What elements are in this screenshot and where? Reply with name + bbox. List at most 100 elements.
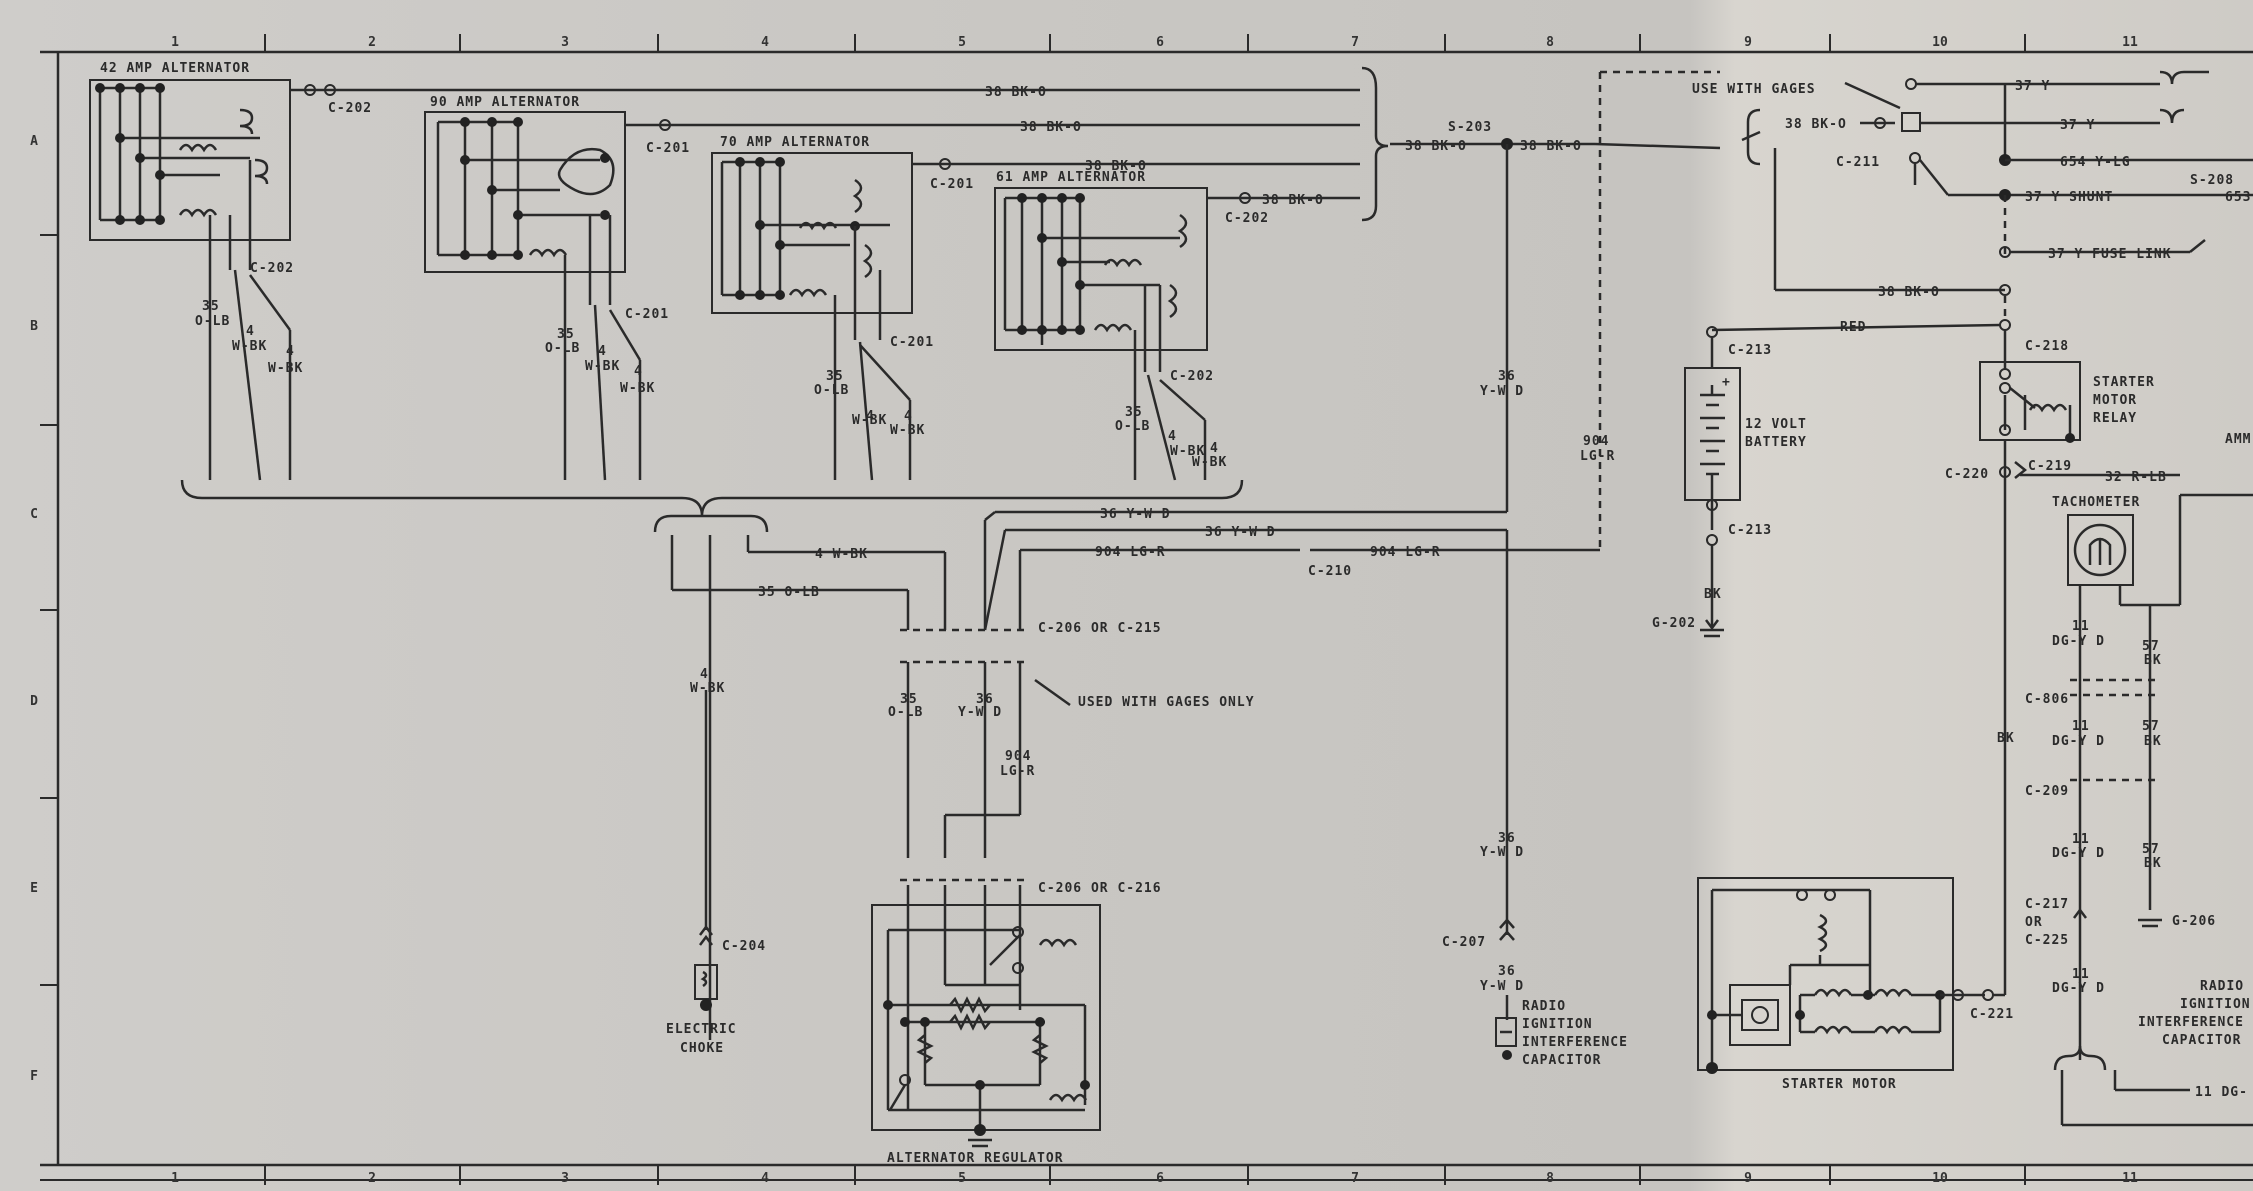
wire-num-35-a: 35 — [202, 299, 220, 314]
wire-num-35-d: 35 — [1125, 405, 1143, 420]
grid-row-A: A — [30, 134, 38, 149]
grid-row-C: C — [30, 507, 38, 522]
wire-num-11-a: 11 — [2072, 619, 2090, 634]
g206-label: G-206 — [2172, 914, 2216, 929]
c217-label: C-217 — [2025, 897, 2069, 912]
wire-num-4-i: 4 — [700, 667, 709, 682]
radio-cap-right-2: IGNITION — [2180, 997, 2251, 1012]
tachometer-label: TACHOMETER — [2052, 495, 2140, 510]
wire-color-dgyd-a: DG-Y D — [2052, 634, 2105, 649]
wire-color-wbk-g: W-BK — [1170, 444, 1205, 459]
grid-row-F: F — [30, 1069, 38, 1084]
grid-col-bottom-11: 11 — [2122, 1171, 2138, 1186]
wire-color-olb-a: O-LB — [195, 314, 230, 329]
wire-bk-label-c: BK — [2144, 653, 2162, 668]
c218-label: C-218 — [2025, 339, 2069, 354]
wire-38bko-label-d: 38 BK-O — [1262, 193, 1324, 208]
battery-label-1: 12 VOLT — [1745, 417, 1807, 432]
wire-38bko-label-a: 38 BK-O — [985, 85, 1047, 100]
grid-row-E: E — [30, 881, 38, 896]
battery-plus: + — [1722, 375, 1731, 390]
wire-color-wbk-c: W-BK — [585, 359, 620, 374]
wire-color-ywd-c: Y-W D — [1480, 845, 1524, 860]
wire-num-4-h: 4 — [1210, 441, 1219, 456]
output-bus-38bko: C-202 C-201 C-201 C-202 38 BK-O 38 BK-O … — [304, 66, 1721, 226]
s208-label: S-208 — [2190, 173, 2234, 188]
alternator-61amp-label: 61 AMP ALTERNATOR — [996, 170, 1146, 185]
wire-num-11-d: 11 — [2072, 967, 2090, 982]
use-with-gages-label: USE WITH GAGES — [1692, 82, 1816, 97]
grid-col-bottom-3: 3 — [561, 1171, 569, 1186]
wire-color-lgr-b: LG-R — [1000, 764, 1035, 779]
grid-col-top-9: 9 — [1744, 35, 1752, 50]
electric-choke-label-2: CHOKE — [680, 1041, 724, 1056]
wire-38bko-label-f: 38 BK-O — [1520, 139, 1582, 154]
alternator-regulator-label: ALTERNATOR REGULATOR — [887, 1151, 1064, 1166]
grid-col-top-7: 7 — [1351, 35, 1359, 50]
starter-relay-label-2: MOTOR — [2093, 393, 2137, 408]
wire-color-wbk-i: W-BK — [690, 681, 725, 696]
grid-col-top-6: 6 — [1156, 35, 1164, 50]
wire-37yfuse-label: 37 Y FUSE LINK — [2048, 247, 2172, 262]
wire-color-olb-e: O-LB — [888, 705, 923, 720]
wire-num-4-a: 4 — [246, 324, 255, 339]
grid-col-top-11: 11 — [2122, 35, 2138, 50]
radio-capacitor-left: 36 Y-W D C-207 36 Y-W D RADIO IGNITION I… — [1442, 831, 1627, 1068]
right-section: USE WITH GAGES 37 Y 38 BK-O 37 Y C-211 6… — [1652, 70, 2253, 1127]
wire-36ywd-label-b: 36 Y-W D — [1205, 525, 1276, 540]
grid-row-B: B — [30, 319, 38, 334]
wire-color-wbk-d: W-BK — [620, 381, 655, 396]
alternator-90amp: 90 AMP ALTERNATOR C-201 35 O-LB 4 W-BK 4… — [424, 95, 668, 481]
wire-color-wbk-b: W-BK — [268, 361, 303, 376]
c220-label: C-220 — [1945, 467, 1989, 482]
c202-label-c: C-202 — [328, 101, 372, 116]
wire-654ylg-label: 654 Y-LG — [2060, 155, 2131, 170]
wire-color-dgyd-c: DG-Y D — [2052, 846, 2105, 861]
wire-38bko-label-c: 38 BK-O — [1085, 159, 1147, 174]
c207-label: C-207 — [1442, 935, 1486, 950]
wire-35olb-label: 35 O-LB — [758, 585, 820, 600]
wire-color-wbk-f: W-BK — [890, 423, 925, 438]
grid-col-bottom-5: 5 — [958, 1171, 966, 1186]
c206-c215-label: C-206 OR C-215 — [1038, 621, 1162, 636]
c213-label-b: C-213 — [1728, 523, 1772, 538]
wire-num-36-a: 36 — [1498, 369, 1516, 384]
c213-label-a: C-213 — [1728, 343, 1772, 358]
s203-label: S-203 — [1448, 120, 1492, 135]
wire-num-4-g: 4 — [1168, 429, 1177, 444]
electric-choke-label-1: ELECTRIC — [666, 1022, 737, 1037]
wire-bk-label-a: BK — [1704, 587, 1722, 602]
radio-cap-left-4: CAPACITOR — [1522, 1053, 1601, 1068]
alternator-regulator: ALTERNATOR REGULATOR — [871, 885, 1101, 1166]
wire-num-57-a: 57 — [2142, 639, 2160, 654]
c202-label-d: C-202 — [1225, 211, 1269, 226]
starter-relay-label-3: RELAY — [2093, 411, 2137, 426]
alternator-61amp: 61 AMP ALTERNATOR C-202 35 O-LB 4 W-BK 4… — [994, 170, 1235, 481]
wire-color-wbk-a: W-BK — [232, 339, 267, 354]
wire-color-olb-d: O-LB — [1115, 419, 1150, 434]
wire-color-ywd-b: Y-W D — [958, 705, 1002, 720]
wire-37yshunt-label: 37 Y SHUNT — [2025, 190, 2113, 205]
wire-38bko-label-g: 38 BK-O — [1785, 117, 1847, 132]
wire-num-35-e: 35 — [900, 692, 918, 707]
battery-label-2: BATTERY — [1745, 435, 1807, 450]
wire-37y-label-a: 37 Y — [2015, 79, 2050, 94]
wire-color-ywd-a: Y-W D — [1480, 384, 1524, 399]
wire-num-904-a: 904 — [1583, 434, 1609, 449]
grid-col-top-3: 3 — [561, 35, 569, 50]
wire-num-11-b: 11 — [2072, 719, 2090, 734]
g202-label: G-202 — [1652, 616, 1696, 631]
c210-label: C-210 — [1308, 564, 1352, 579]
grid-col-bottom-9: 9 — [1744, 1171, 1752, 1186]
grid-col-bottom-10: 10 — [1932, 1171, 1948, 1186]
wire-904lgr-label-b: 904 LG-R — [1095, 545, 1166, 560]
wire-color-olb-c: O-LB — [814, 383, 849, 398]
wire-32rlb-label: 32 R-LB — [2105, 470, 2167, 485]
wire-num-57-c: 57 — [2142, 842, 2160, 857]
wire-bk-label-e: BK — [2144, 856, 2162, 871]
c211-label: C-211 — [1836, 155, 1880, 170]
wire-num-36-d: 36 — [1498, 964, 1516, 979]
